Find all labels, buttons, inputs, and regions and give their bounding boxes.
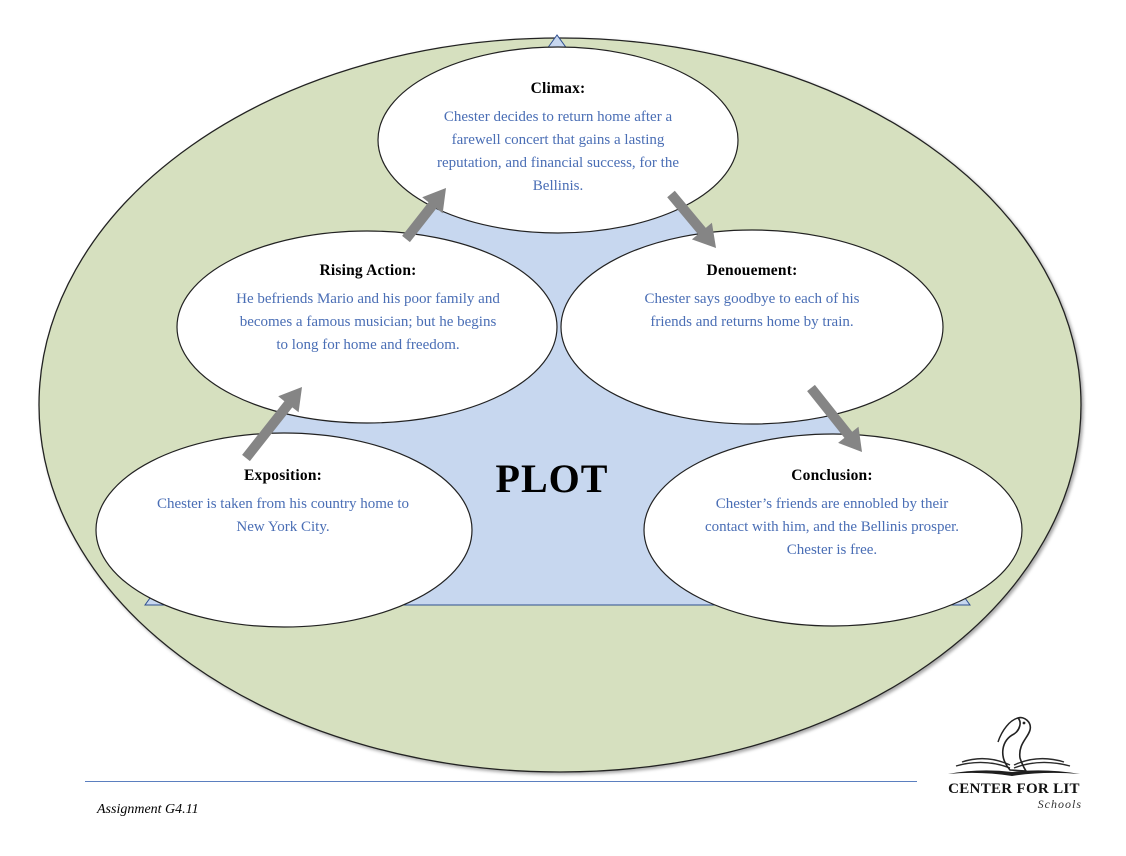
- rising-action-title: Rising Action:: [319, 262, 417, 279]
- arrow-rising-to-climax: [402, 188, 446, 243]
- arrow-denouement-to-conclusion: [807, 384, 862, 452]
- rising-action-node: Rising Action: He befriends Mario and hi…: [222, 262, 514, 357]
- exposition-node: Exposition: Chester is taken from his co…: [138, 467, 428, 539]
- climax-title: Climax:: [530, 80, 586, 97]
- arrow-climax-to-denouement: [667, 190, 716, 248]
- exposition-ellipse: [95, 432, 473, 628]
- denouement-text: Chester says goodbye to each of his frie…: [644, 291, 860, 330]
- rising-action-ellipse: [176, 230, 558, 424]
- center-for-lit-logo: CENTER FOR LIT Schools: [944, 708, 1084, 820]
- logo-sub: Schools: [1037, 797, 1082, 811]
- plot-title: PLOT: [495, 456, 609, 501]
- exposition-text: Chester is taken from his country home t…: [156, 496, 410, 535]
- logo-name: CENTER FOR LIT: [948, 781, 1080, 797]
- climax-node: Climax: Chester decides to return home a…: [412, 80, 704, 198]
- denouement-title: Denouement:: [706, 262, 798, 279]
- pelican-book-icon: [948, 716, 1080, 776]
- conclusion-ellipse: [643, 433, 1023, 627]
- footer-rule: [85, 781, 917, 782]
- conclusion-node: Conclusion: Chester’s friends are ennobl…: [686, 467, 978, 562]
- denouement-ellipse: [560, 229, 944, 425]
- exposition-title: Exposition:: [244, 467, 322, 484]
- arrow-exposition-to-rising: [242, 387, 302, 462]
- assignment-label: Assignment G4.11: [97, 802, 199, 817]
- climax-text: Chester decides to return home after a f…: [437, 109, 679, 194]
- conclusion-text: Chester’s friends are ennobled by their …: [704, 496, 960, 558]
- rising-action-text: He befriends Mario and his poor family a…: [236, 291, 500, 353]
- climax-ellipse: [377, 46, 739, 234]
- conclusion-title: Conclusion:: [791, 467, 873, 484]
- denouement-node: Denouement: Chester says goodbye to each…: [606, 262, 898, 334]
